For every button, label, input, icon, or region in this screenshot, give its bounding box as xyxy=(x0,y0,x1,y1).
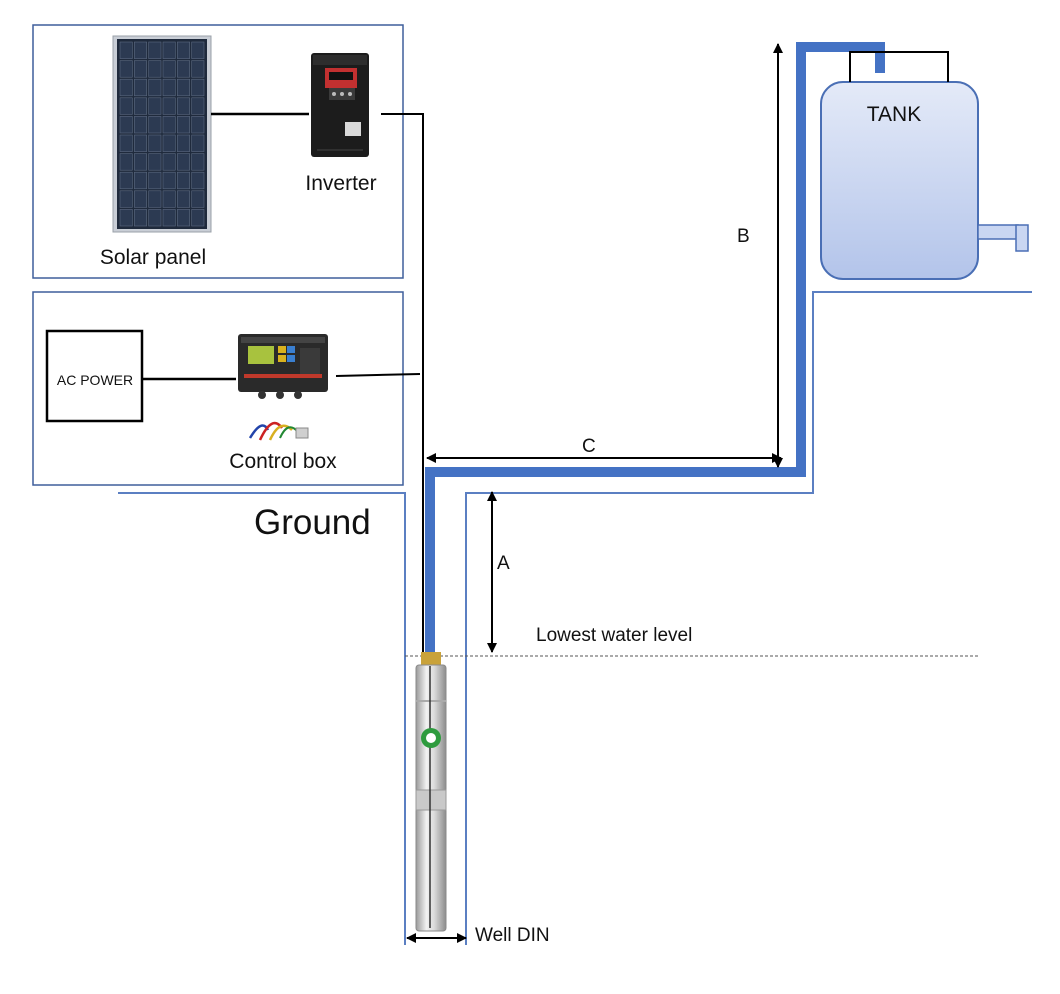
control-box-label: Control box xyxy=(229,450,337,473)
solar-cell xyxy=(191,60,205,78)
solar-cell xyxy=(191,171,205,190)
solar-cell xyxy=(191,153,205,171)
solar-cell xyxy=(162,153,176,171)
solar-cell xyxy=(162,78,176,97)
solar-cell xyxy=(134,171,147,190)
solar-cell xyxy=(134,116,147,134)
solar-cell xyxy=(162,116,176,134)
dimension-b-label: B xyxy=(737,226,750,247)
solar-cell xyxy=(191,190,205,208)
solar-cell xyxy=(148,134,162,152)
solar-cell xyxy=(148,78,162,97)
solar-cell xyxy=(148,171,162,190)
solar-cell xyxy=(134,190,147,208)
solar-cell xyxy=(162,97,176,115)
solar-cell xyxy=(162,60,176,78)
solar-cell xyxy=(177,116,190,134)
dimension-c-label: C xyxy=(582,436,596,457)
solar-cell xyxy=(177,153,190,171)
solar-inverter-group-box xyxy=(32,24,404,279)
solar-cell xyxy=(177,41,190,59)
solar-cell xyxy=(134,60,147,78)
tank-label: TANK xyxy=(867,103,921,126)
solar-cell xyxy=(191,41,205,59)
tank xyxy=(820,51,1029,280)
solar-cell xyxy=(191,97,205,115)
solar-cell xyxy=(191,134,205,152)
solar-cell xyxy=(148,209,162,227)
solar-cell xyxy=(148,41,162,59)
solar-cell xyxy=(148,97,162,115)
solar-cell xyxy=(148,60,162,78)
solar-cell xyxy=(134,153,147,171)
lowest-water-level-label: Lowest water level xyxy=(536,625,692,646)
solar-cell xyxy=(119,190,133,208)
inverter-label: Inverter xyxy=(305,172,376,195)
solar-cell xyxy=(162,209,176,227)
solar-cell xyxy=(191,78,205,97)
solar-cell xyxy=(162,134,176,152)
solar-panel-label: Solar panel xyxy=(100,246,206,269)
solar-cell xyxy=(134,97,147,115)
solar-cell xyxy=(191,116,205,134)
solar-cell xyxy=(177,171,190,190)
solar-cell xyxy=(119,41,133,59)
solar-cell xyxy=(119,171,133,190)
ground-surface-right xyxy=(465,291,1032,945)
solar-cell xyxy=(119,97,133,115)
solar-cell xyxy=(177,209,190,227)
control-box-image xyxy=(238,334,328,441)
solar-cell xyxy=(134,209,147,227)
ground-label: Ground xyxy=(254,503,371,542)
solar-cell xyxy=(119,209,133,227)
wire-control-out xyxy=(335,373,421,377)
inverter-image xyxy=(311,53,369,157)
ground-surface-left xyxy=(118,492,406,945)
solar-cell xyxy=(162,190,176,208)
solar-cell xyxy=(119,153,133,171)
solar-cell xyxy=(119,78,133,97)
solar-cell xyxy=(134,78,147,97)
solar-cell xyxy=(177,190,190,208)
solar-cell xyxy=(162,171,176,190)
ac-power-box xyxy=(45,329,144,423)
well-din-label: Well DIN xyxy=(475,925,550,946)
ac-power-label: AC POWER xyxy=(57,372,133,388)
solar-cell xyxy=(134,41,147,59)
solar-cell xyxy=(162,41,176,59)
solar-cell xyxy=(119,134,133,152)
ac-control-group-box xyxy=(32,291,404,486)
solar-cell xyxy=(177,97,190,115)
solar-cell xyxy=(177,78,190,97)
solar-panel-image xyxy=(112,35,212,233)
solar-cell xyxy=(177,60,190,78)
solar-cell xyxy=(177,134,190,152)
submersible-pump-image xyxy=(415,652,447,932)
dimension-a-label: A xyxy=(497,553,510,574)
solar-cell xyxy=(148,116,162,134)
solar-cell xyxy=(119,60,133,78)
solar-cell xyxy=(119,116,133,134)
solar-cell xyxy=(148,153,162,171)
solar-cell xyxy=(134,134,147,152)
solar-cell xyxy=(148,190,162,208)
solar-cell xyxy=(191,209,205,227)
